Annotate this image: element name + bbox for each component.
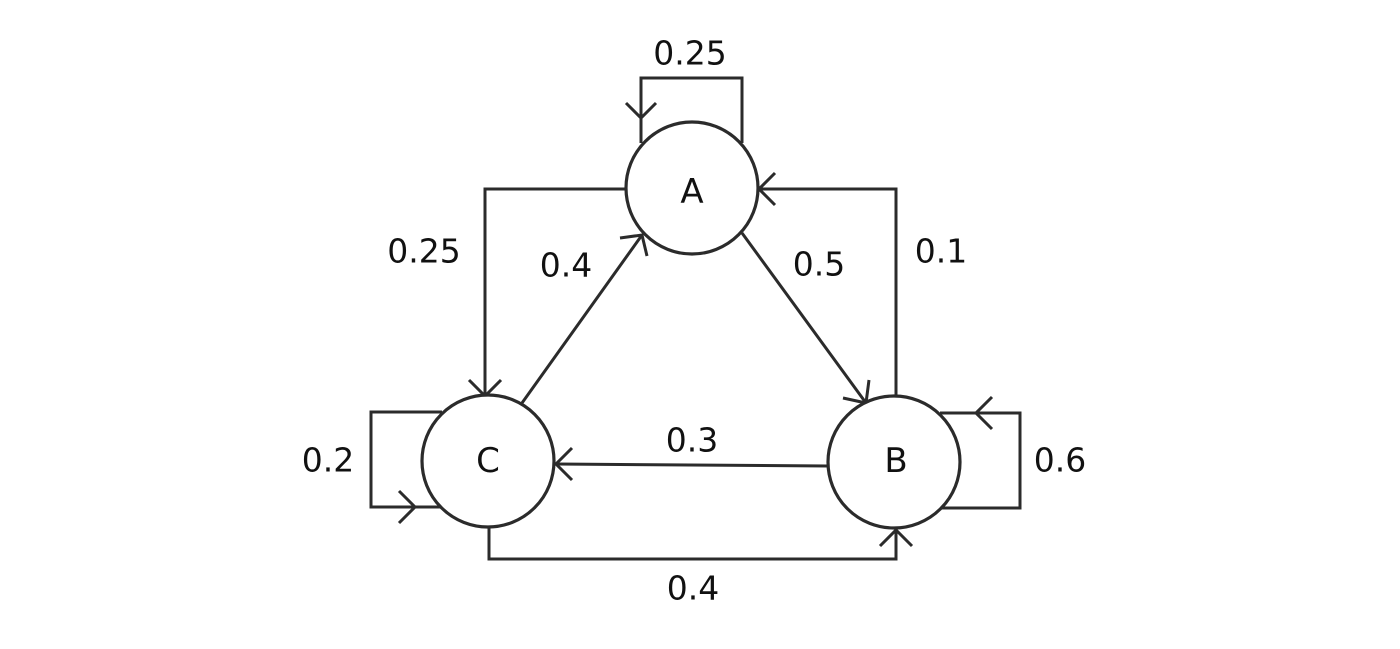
edge-label-c-c: 0.2 (302, 441, 354, 480)
edge-c-to-c (369, 410, 442, 525)
edge-b-to-b (940, 395, 1022, 510)
edge-label-b-a: 0.1 (915, 232, 967, 271)
node-c-label: C (476, 441, 500, 481)
arrowhead-icon (397, 489, 418, 525)
edge-c-to-b (487, 527, 914, 561)
edge-label-a-a: 0.25 (653, 34, 726, 73)
edge-label-b-c: 0.3 (666, 421, 718, 460)
edge-c-to-a (520, 233, 649, 404)
node-a: A (624, 120, 760, 256)
edge-label-a-b: 0.5 (793, 245, 845, 284)
edge-label-a-c: 0.25 (387, 232, 460, 271)
arrowhead-icon (878, 527, 914, 548)
arrowhead-icon (619, 233, 649, 257)
node-b-label: B (884, 441, 907, 481)
arrowhead-icon (973, 395, 994, 431)
edge-a-to-a (624, 76, 744, 143)
node-c: C (420, 393, 556, 529)
arrowhead-icon (553, 446, 574, 482)
node-a-label: A (680, 172, 703, 212)
edge-label-c-b: 0.4 (667, 569, 719, 608)
edge-label-c-a: 0.4 (540, 246, 592, 285)
node-b: B (826, 394, 962, 530)
edge-b-to-c (553, 446, 829, 482)
edge-label-b-b: 0.6 (1034, 441, 1086, 480)
arrowhead-icon (624, 101, 658, 121)
